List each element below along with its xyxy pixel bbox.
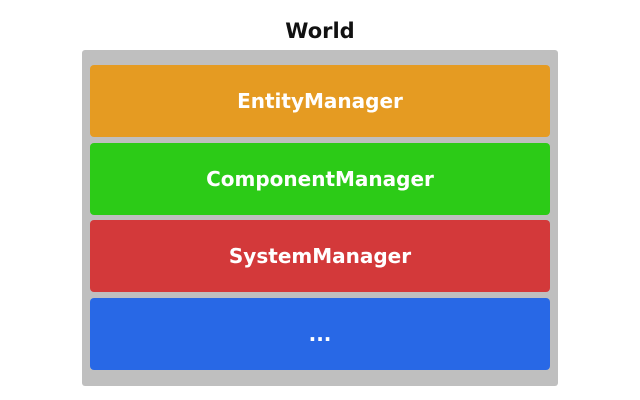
block-label: EntityManager [237,89,403,113]
system-manager-block: SystemManager [90,220,550,292]
block-label: ComponentManager [206,167,434,191]
diagram-title: World [285,19,355,43]
ellipsis-block: ... [90,298,550,370]
entity-manager-block: EntityManager [90,65,550,137]
block-label: ... [308,322,332,346]
world-container: EntityManager ComponentManager SystemMan… [82,50,558,386]
component-manager-block: ComponentManager [90,143,550,215]
block-label: SystemManager [228,244,412,268]
